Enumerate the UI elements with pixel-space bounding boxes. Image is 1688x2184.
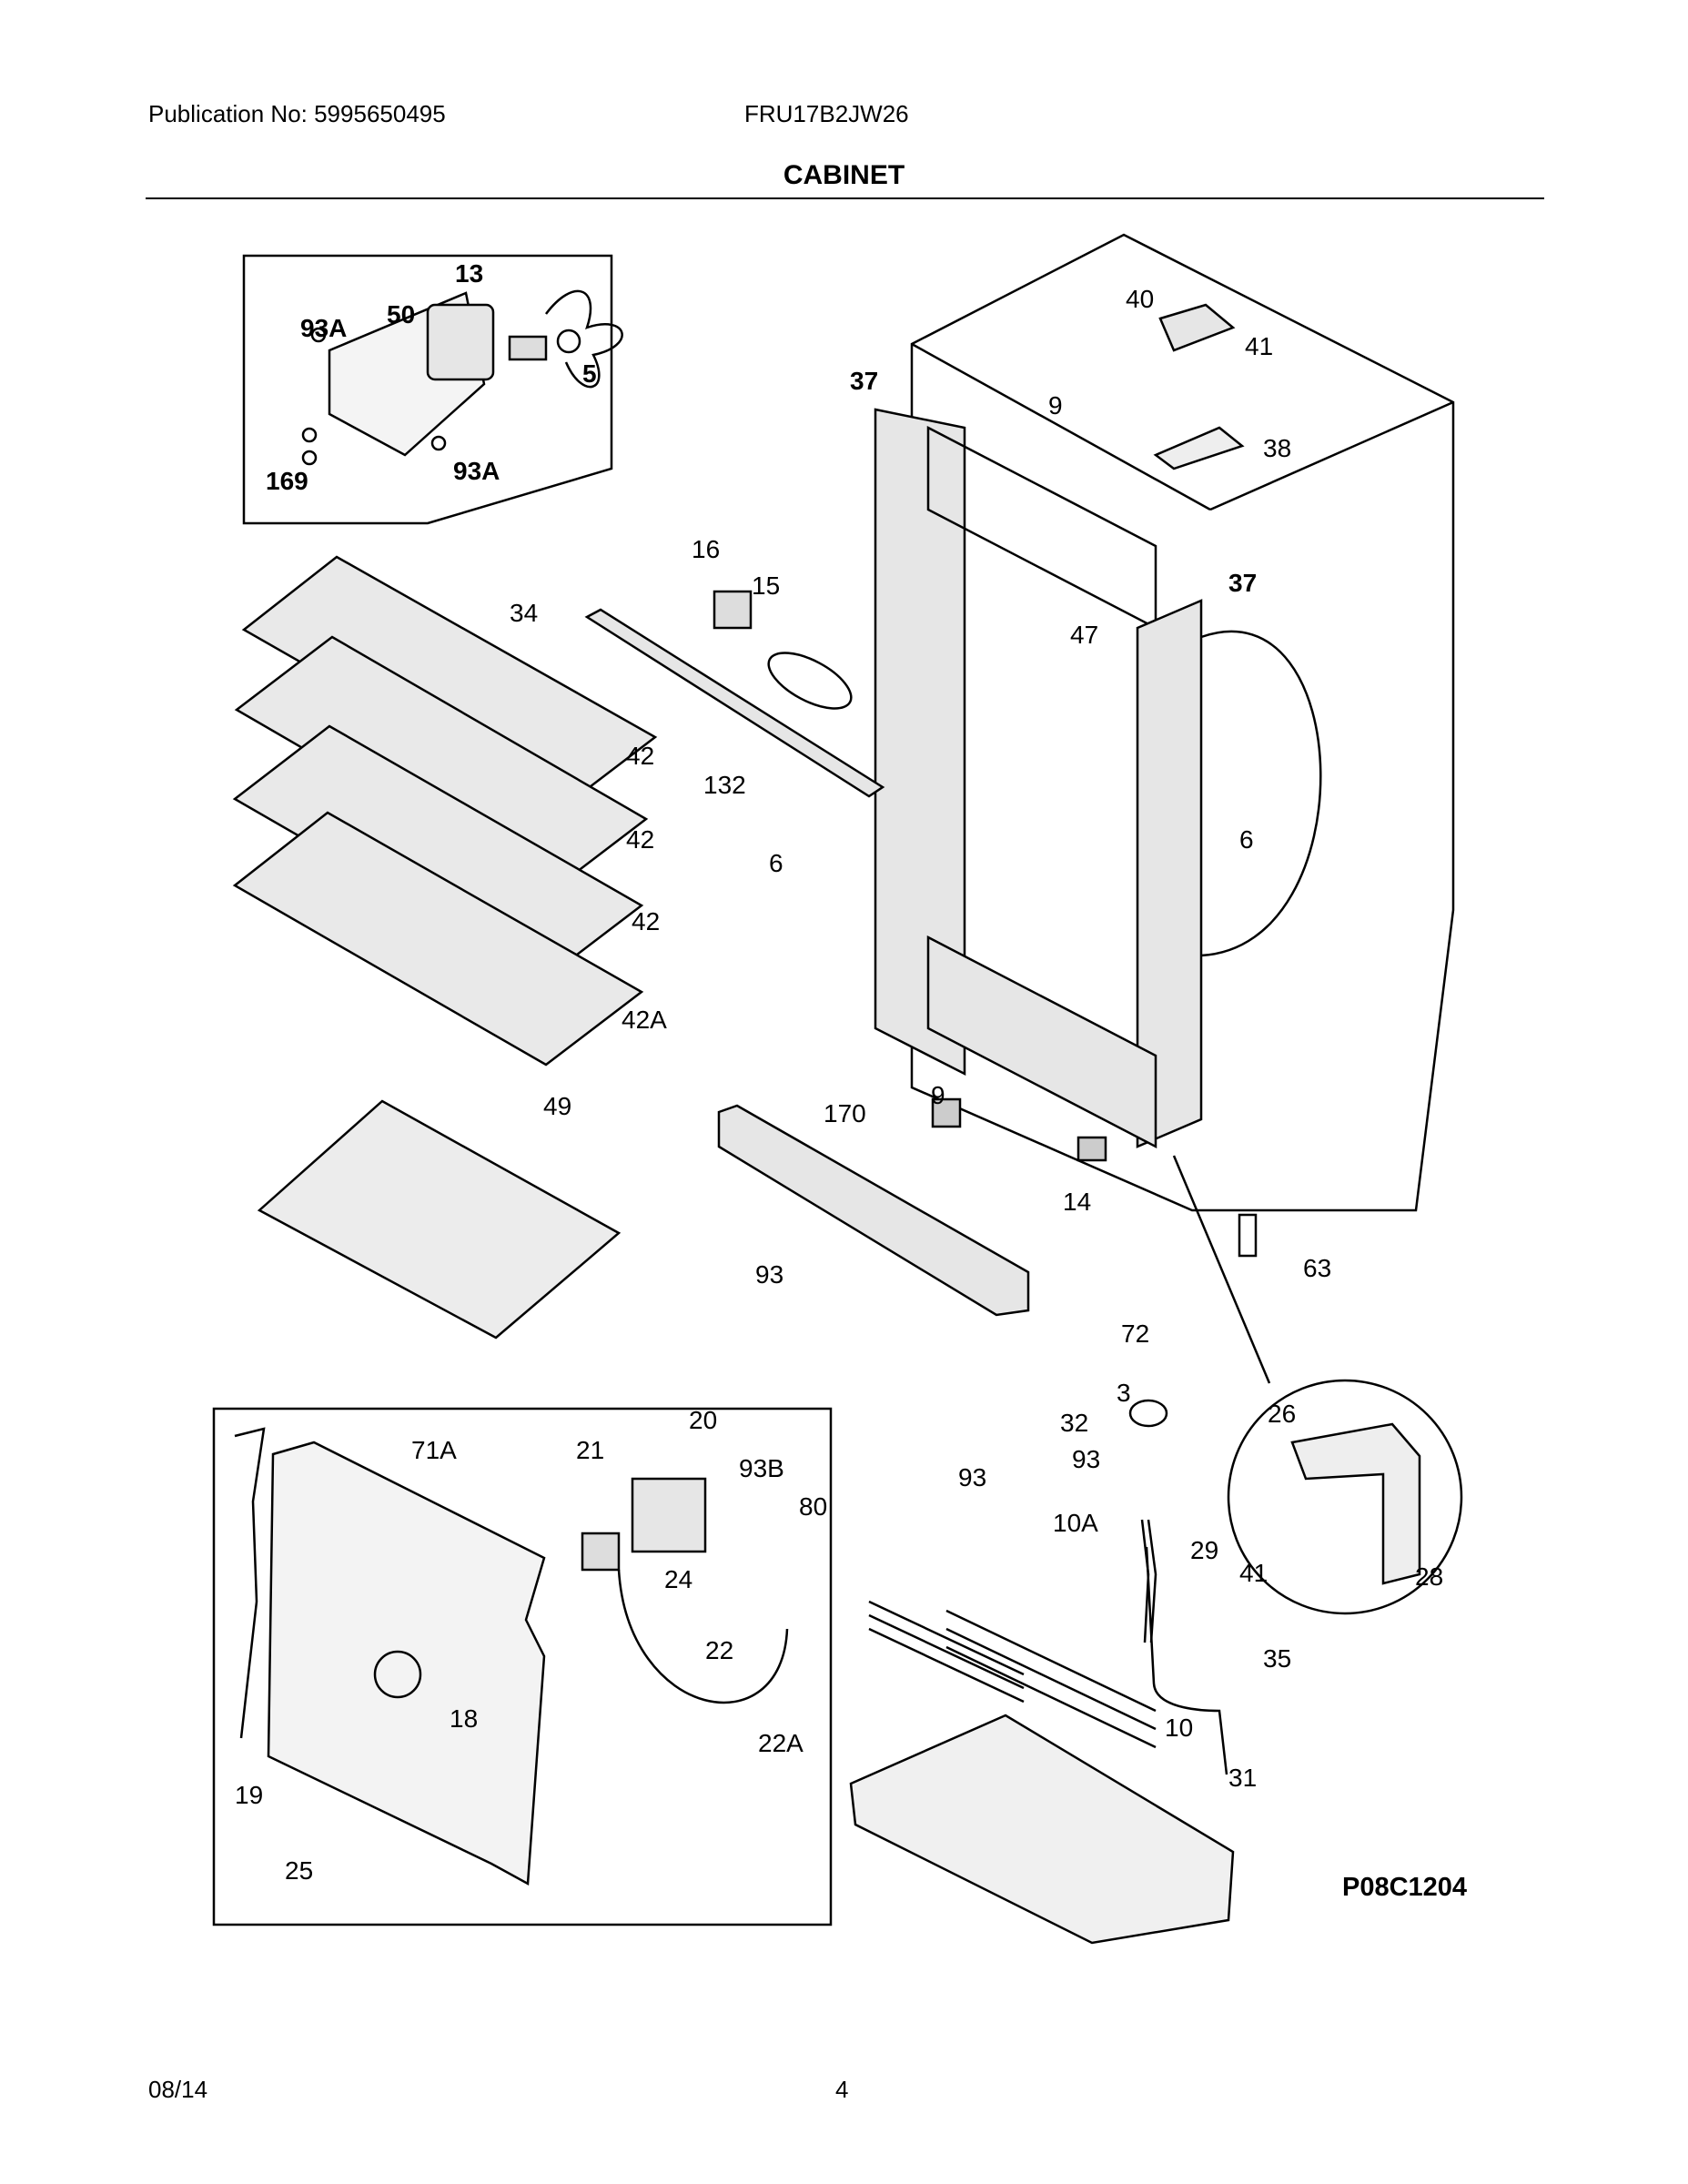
callout-41-bottom: 41 <box>1239 1559 1268 1587</box>
callout-20: 20 <box>689 1406 717 1434</box>
callout-37-right: 37 <box>1228 569 1257 597</box>
page-number: 4 <box>835 2076 849 2103</box>
callout-19: 19 <box>235 1781 263 1809</box>
callout-9-top: 9 <box>1048 391 1063 420</box>
callout-42-b: 42 <box>626 825 654 854</box>
callout-72: 72 <box>1121 1320 1149 1348</box>
gasket-19 <box>234 1427 266 1739</box>
callout-9-bottom: 9 <box>931 1081 945 1109</box>
callout-29: 29 <box>1190 1536 1218 1564</box>
callout-49: 49 <box>543 1092 571 1120</box>
callout-47: 47 <box>1070 621 1098 649</box>
callout-16: 16 <box>692 535 720 563</box>
evaporator-cover <box>584 608 885 798</box>
section-title: CABINET <box>783 160 905 190</box>
callout-63: 63 <box>1303 1254 1331 1282</box>
timer-body <box>581 1532 621 1572</box>
callout-80: 80 <box>799 1492 827 1521</box>
heater-wire-22a <box>617 1569 789 1704</box>
switch-14 <box>1076 1136 1107 1162</box>
callout-6-left: 6 <box>769 849 783 877</box>
defrost-timer <box>631 1477 707 1553</box>
callout-37-top: 37 <box>850 367 878 395</box>
callout-50: 50 <box>387 300 415 329</box>
callout-93a-bottom: 93A <box>453 457 500 485</box>
callout-34: 34 <box>510 599 538 627</box>
callout-24: 24 <box>664 1565 692 1593</box>
callout-38: 38 <box>1263 434 1291 462</box>
top-hinge <box>1153 426 1245 470</box>
callout-10: 10 <box>1165 1714 1193 1742</box>
callout-6-right: 6 <box>1239 825 1254 854</box>
callout-93-h2: 93 <box>1072 1445 1100 1473</box>
drain-pan-inset <box>212 1407 833 1926</box>
footer-date: 08/14 <box>148 2076 208 2103</box>
callout-26: 26 <box>1268 1400 1296 1428</box>
callout-14: 14 <box>1063 1188 1091 1216</box>
light-bulb <box>767 652 853 710</box>
callout-13: 13 <box>455 259 483 288</box>
callout-132: 132 <box>703 771 746 799</box>
callout-3: 3 <box>1117 1379 1131 1407</box>
fan-motor-inset <box>242 254 623 525</box>
callout-10a: 10A <box>1053 1509 1098 1537</box>
bottom-basket <box>257 1099 622 1340</box>
callout-15: 15 <box>752 571 780 600</box>
header-rule <box>146 197 1544 199</box>
callout-25: 25 <box>285 1856 313 1885</box>
heater-assembly <box>849 1399 1235 1945</box>
callout-22a: 22A <box>758 1729 804 1757</box>
publication-number: Publication No: 5995650495 <box>148 100 446 127</box>
callout-71a: 71A <box>411 1436 457 1464</box>
callout-170: 170 <box>824 1099 866 1127</box>
callout-28: 28 <box>1415 1562 1443 1591</box>
callout-31: 31 <box>1228 1764 1257 1792</box>
callout-32: 32 <box>1060 1409 1088 1437</box>
figure-code: P08C1204 <box>1342 1873 1467 1902</box>
bottom-hinge <box>1290 1422 1421 1585</box>
access-cover-18 <box>373 1650 422 1699</box>
bottom-hinge-inset <box>1227 1379 1463 1615</box>
cabinet-body <box>874 233 1455 1212</box>
callout-42-a: 42 <box>626 742 654 770</box>
callout-93-mid: 93 <box>755 1260 783 1289</box>
callout-18: 18 <box>450 1704 478 1733</box>
hinge-leader <box>1172 1155 1271 1384</box>
callout-42a: 42A <box>622 1006 667 1034</box>
leveling-leg <box>1238 1213 1258 1258</box>
callout-35: 35 <box>1263 1644 1291 1673</box>
rear-panel <box>267 1441 546 1886</box>
model-number: FRU17B2JW26 <box>744 100 909 127</box>
callout-40: 40 <box>1126 285 1154 313</box>
thermostat-bracket <box>713 590 753 630</box>
callout-42-c: 42 <box>632 907 660 935</box>
callout-5: 5 <box>582 359 597 388</box>
callout-93-h1: 93 <box>958 1463 986 1491</box>
callout-93b: 93B <box>739 1454 784 1482</box>
callout-169: 169 <box>266 467 308 495</box>
callout-22: 22 <box>705 1636 733 1664</box>
hinge-cover <box>1158 303 1236 352</box>
switch-170 <box>931 1097 962 1128</box>
callout-93a-top: 93A <box>300 314 347 342</box>
callout-21: 21 <box>576 1436 604 1464</box>
toe-grille <box>717 1104 1030 1317</box>
wire-shelves <box>232 555 658 1067</box>
callout-41-top: 41 <box>1245 332 1273 360</box>
